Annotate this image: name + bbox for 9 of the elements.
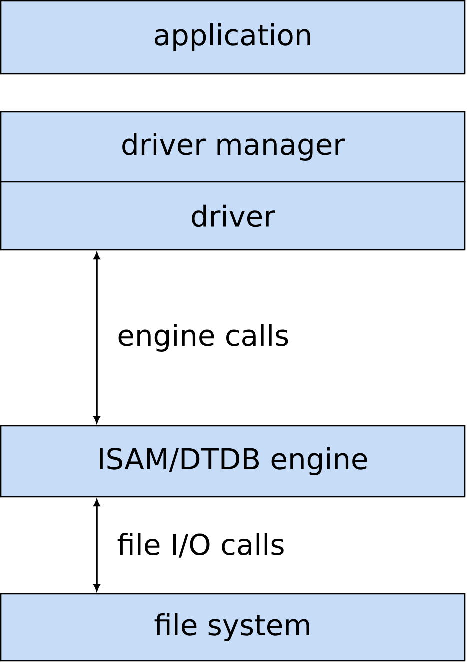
layer-box: application [0,0,466,75]
double-arrow [94,500,100,592]
layer-box: ISAM/DTDB engine [0,425,466,498]
double-arrow [94,252,100,424]
layer-box: driver manager [0,111,466,183]
layer-box: driver [0,181,466,251]
edge-label: engine calls [118,324,288,352]
layer-box: file system [0,593,466,662]
edge-label: file I/O calls [118,533,284,558]
